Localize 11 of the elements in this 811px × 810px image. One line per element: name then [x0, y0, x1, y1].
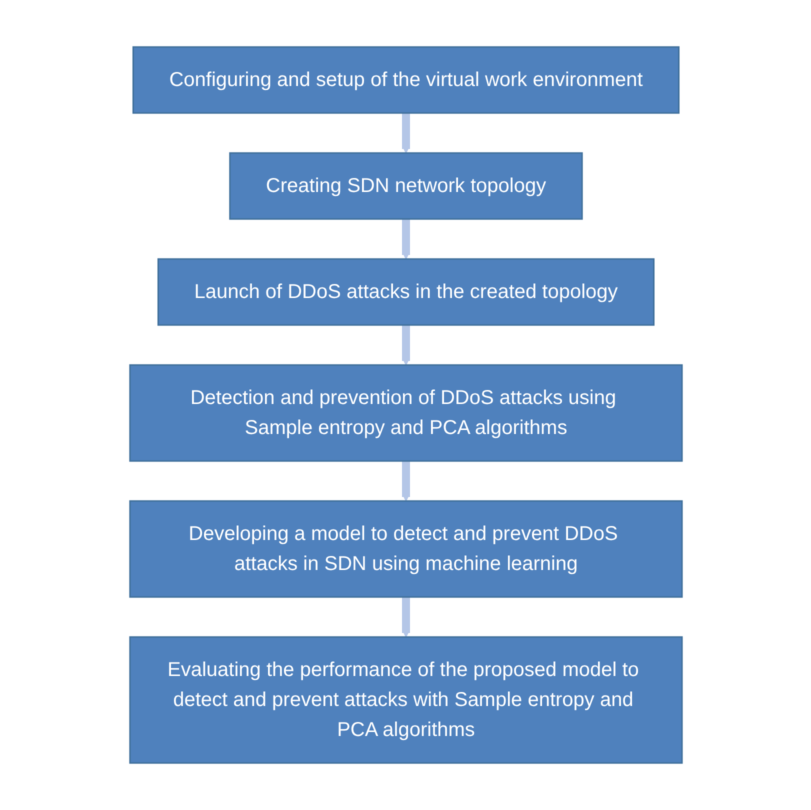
node-box: Evaluating the performance of the proposed model to detect and prevent attacks with Sample entropy and PCA algorithms [128, 636, 682, 764]
arrow [401, 218, 410, 260]
arrow [401, 324, 410, 366]
node-box: Launch of DDoS attacks in the created topology [156, 258, 654, 326]
arrow [401, 112, 410, 154]
node-box: Detection and prevention of DDoS attacks using Sample entropy and PCA algorithms [128, 364, 682, 462]
node-box: Developing a model to detect and prevent DDoS attacks in SDN using machine learning [128, 500, 682, 598]
node-box: Configuring and setup of the virtual work environment [132, 46, 680, 114]
arrow [401, 460, 410, 502]
arrow [401, 596, 410, 638]
node-box: Creating SDN network topology [228, 152, 582, 220]
